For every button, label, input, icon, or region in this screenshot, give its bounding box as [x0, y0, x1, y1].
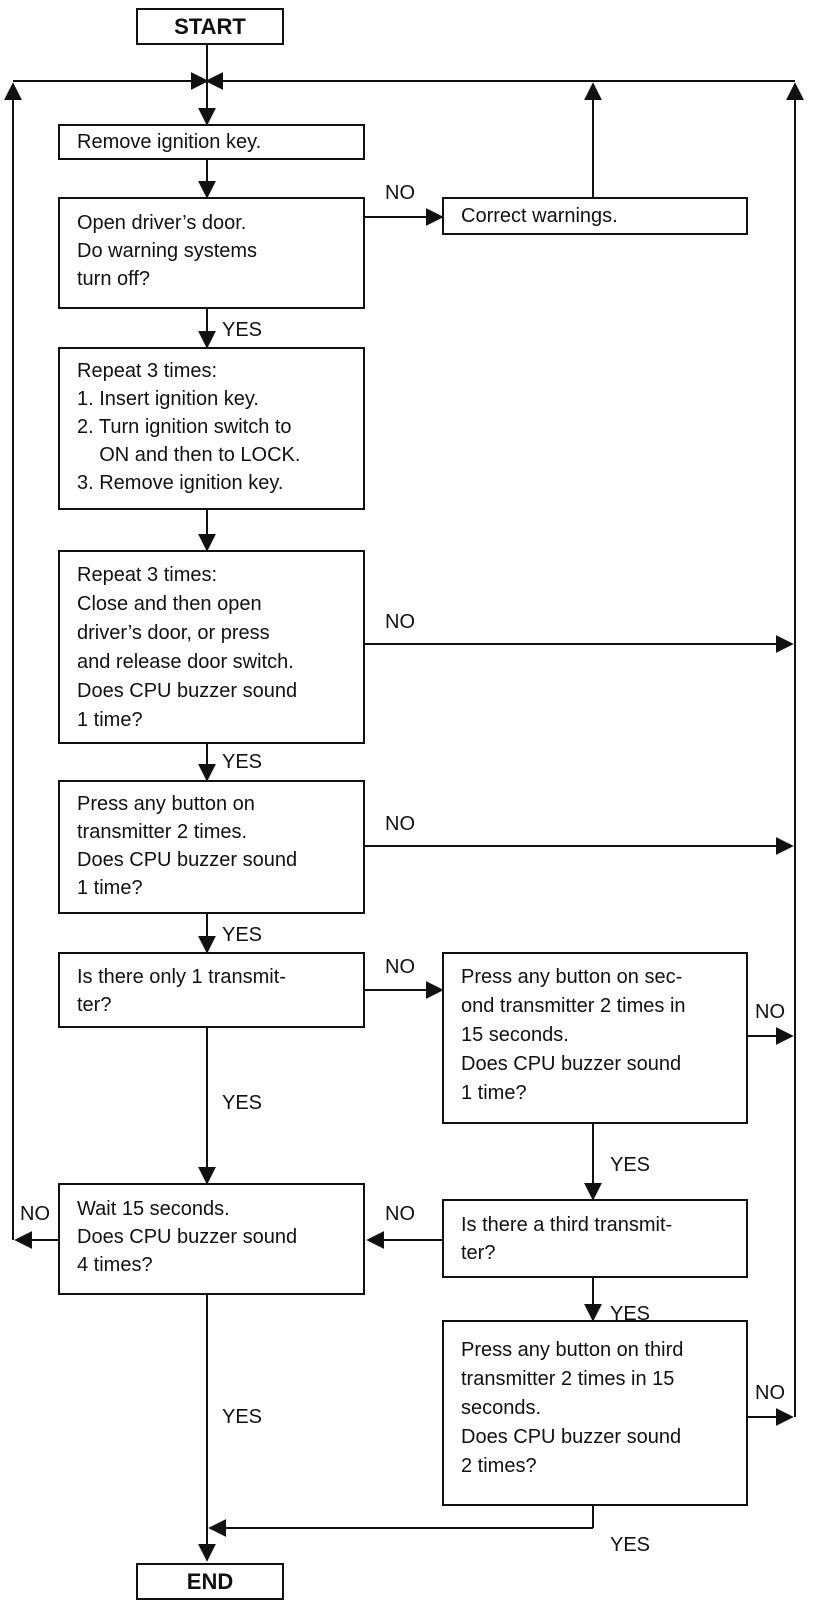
edge-label-no: NO	[385, 182, 415, 204]
step-text: Repeat 3 times:	[77, 564, 218, 586]
step-text: transmitter 2 times in 15	[461, 1368, 675, 1390]
edge-label-no: NO	[385, 611, 415, 633]
step-open-door: Open driver’s door. Do warning systems t…	[58, 197, 365, 309]
step-text: Is there a third transmit-	[461, 1214, 673, 1236]
end-terminal: END	[136, 1563, 284, 1600]
step-third-transmitter-question: Is there a third transmit- ter?	[442, 1199, 748, 1278]
edge-label-yes: YES	[610, 1303, 651, 1325]
step-text: Do warning systems	[77, 240, 258, 262]
edge-label-no: NO	[385, 956, 415, 978]
edge-label-no: NO	[385, 813, 415, 835]
step-second-transmitter: Press any button on sec- ond transmitter…	[442, 952, 748, 1124]
step-text: 15 seconds.	[461, 1024, 569, 1046]
step-text: driver’s door, or press	[77, 622, 270, 644]
step-third-transmitter: Press any button on third transmitter 2 …	[442, 1320, 748, 1506]
step-wait-15-seconds: Wait 15 seconds. Does CPU buzzer sound 4…	[58, 1183, 365, 1295]
step-text: ter?	[77, 994, 112, 1016]
step-text: Open driver’s door.	[77, 212, 247, 234]
edge-label-yes: YES	[222, 1406, 263, 1428]
step-remove-key: Remove ignition key.	[58, 124, 365, 160]
step-text: transmitter 2 times.	[77, 821, 248, 843]
step-text: Is there only 1 transmit-	[77, 966, 286, 988]
step-repeat-door: Repeat 3 times: Close and then open driv…	[58, 550, 365, 744]
step-press-transmitter: Press any button on transmitter 2 times.…	[58, 780, 365, 914]
edge-label-yes: YES	[610, 1534, 651, 1556]
edge-label-no: NO	[755, 1382, 785, 1404]
step-text: ter?	[461, 1242, 496, 1264]
step-text: turn off?	[77, 268, 151, 290]
step-text: 1 time?	[77, 877, 143, 899]
step-only-one-transmitter: Is there only 1 transmit- ter?	[58, 952, 365, 1028]
step-text: 1. Insert ignition key.	[77, 388, 259, 410]
step-text: Remove ignition key.	[77, 131, 262, 153]
step-text: Does CPU buzzer sound	[77, 849, 298, 871]
step-text: 2 times?	[461, 1455, 537, 1477]
step-text: Does CPU buzzer sound	[77, 680, 298, 702]
step-text: 4 times?	[77, 1254, 153, 1276]
step-correct-warnings: Correct warnings.	[442, 197, 748, 235]
step-text: Does CPU buzzer sound	[461, 1426, 682, 1448]
step-text: seconds.	[461, 1397, 542, 1419]
step-text: Wait 15 seconds.	[77, 1198, 230, 1220]
step-text: Press any button on sec-	[461, 966, 683, 988]
step-text: Does CPU buzzer sound	[461, 1053, 682, 1075]
step-text: ON and then to LOCK.	[77, 444, 301, 466]
step-text: 1 time?	[461, 1082, 527, 1104]
step-text: Press any button on	[77, 793, 255, 815]
start-terminal: START	[136, 8, 284, 45]
edge-label-no: NO	[385, 1203, 415, 1225]
step-text: 2. Turn ignition switch to	[77, 416, 292, 438]
step-text: Correct warnings.	[461, 205, 618, 227]
step-text: 3. Remove ignition key.	[77, 472, 284, 494]
step-repeat-key: Repeat 3 times: 1. Insert ignition key. …	[58, 347, 365, 510]
step-text: 1 time?	[77, 709, 143, 731]
edge-label-no: NO	[20, 1203, 50, 1225]
edge-label-no: NO	[755, 1001, 785, 1023]
step-text: Close and then open	[77, 593, 262, 615]
edge-label-yes: YES	[222, 1092, 263, 1114]
step-text: Press any button on third	[461, 1339, 684, 1361]
edge-label-yes: YES	[222, 924, 263, 946]
edge-label-yes: YES	[222, 751, 263, 773]
step-text: Repeat 3 times:	[77, 360, 218, 382]
edge-label-yes: YES	[222, 319, 263, 341]
step-text: and release door switch.	[77, 651, 294, 673]
edge-label-yes: YES	[610, 1154, 651, 1176]
step-text: ond transmitter 2 times in	[461, 995, 686, 1017]
step-text: Does CPU buzzer sound	[77, 1226, 298, 1248]
